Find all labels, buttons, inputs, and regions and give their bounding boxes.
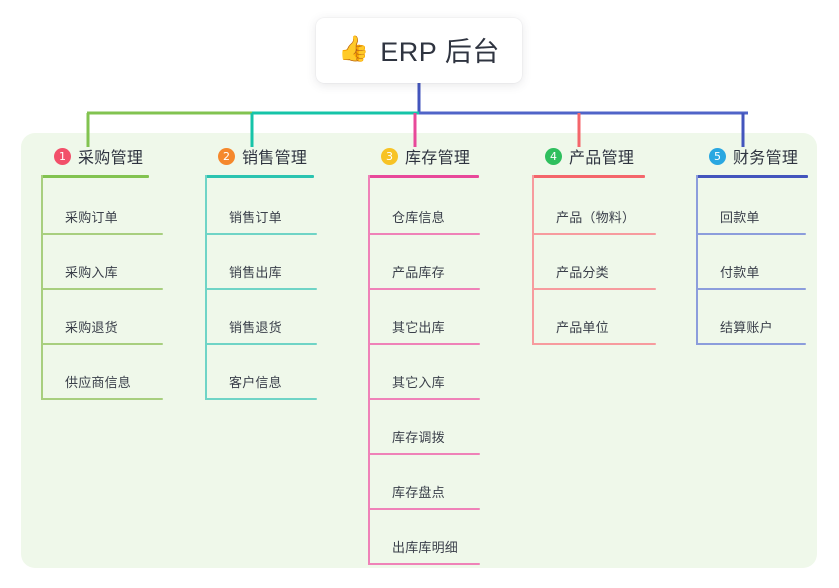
root-title: ERP 后台 [380, 37, 500, 67]
leaf-item[interactable]: 采购订单 [41, 190, 163, 245]
leaf-label: 销售订单 [229, 210, 282, 225]
leaf-rule [205, 343, 317, 345]
branch-trunk-3 [368, 175, 370, 565]
leaf-item[interactable]: 其它出库 [368, 300, 480, 355]
leaf-label: 采购退货 [65, 320, 118, 335]
branch-title-4: 产品管理 [569, 150, 635, 167]
leaf-item[interactable]: 产品（物料） [532, 190, 656, 245]
branch-column-4: 4 产品管理产品（物料） 产品分类产品单位 [530, 144, 656, 345]
leaf-rule [368, 288, 480, 290]
branch-trunk-1 [41, 175, 43, 400]
branch-title-5: 财务管理 [733, 150, 799, 167]
branch-rule-3 [368, 175, 479, 178]
branch-trunk-2 [205, 175, 207, 400]
branch-badge-1: 1 [54, 147, 71, 165]
leaf-label: 供应商信息 [65, 375, 132, 390]
leaf-item[interactable]: 销售退货 [205, 300, 317, 355]
leaf-item[interactable]: 库存调拨 [368, 410, 480, 465]
branch-header-1[interactable]: 1 采购管理 [39, 144, 143, 168]
leaf-label: 库存盘点 [392, 485, 445, 500]
leaf-item[interactable]: 产品单位 [532, 300, 656, 355]
branch-header-2[interactable]: 2 销售管理 [203, 144, 307, 168]
leaf-item[interactable]: 销售出库 [205, 245, 317, 300]
leaf-label: 出库库明细 [392, 540, 459, 555]
leaf-label: 付款单 [720, 265, 760, 280]
branch-header-3[interactable]: 3 库存管理 [366, 144, 470, 168]
leaf-rule [532, 288, 656, 290]
leaf-label: 产品（物料） [556, 210, 636, 225]
leaf-rule [696, 288, 806, 290]
branch-rule-4 [532, 175, 645, 178]
root-node[interactable]: 👍 ERP 后台 [316, 18, 522, 83]
leaf-rule [696, 233, 806, 235]
branch-rule-5 [696, 175, 808, 178]
branch-badge-3: 3 [381, 147, 398, 165]
leaf-label: 销售退货 [229, 320, 282, 335]
branch-column-3: 3 库存管理仓库信息产品库存其它出库其它入库库存调拨库存盘点出库库明细 [366, 144, 480, 565]
branch-rule-2 [205, 175, 314, 178]
leaf-item[interactable]: 仓库信息 [368, 190, 480, 245]
leaf-rule [368, 453, 480, 455]
branch-title-3: 库存管理 [405, 150, 471, 167]
leaf-item[interactable]: 出库库明细 [368, 520, 480, 575]
branch-title-1: 采购管理 [78, 150, 144, 167]
thumbs-up-icon: 👍 [338, 35, 370, 63]
leaf-rule [368, 398, 480, 400]
leaf-label: 仓库信息 [392, 210, 445, 225]
leaf-rule [696, 343, 806, 345]
leaf-item[interactable]: 采购入库 [41, 245, 163, 300]
leaf-label: 客户信息 [229, 375, 282, 390]
branch-badge-5: 5 [709, 147, 726, 165]
leaf-rule [532, 233, 656, 235]
leaf-rule [205, 288, 317, 290]
leaf-label: 结算账户 [720, 320, 773, 335]
leaf-label: 库存调拨 [392, 430, 445, 445]
branch-badge-2: 2 [218, 147, 235, 165]
leaf-item[interactable]: 库存盘点 [368, 465, 480, 520]
branch-badge-4: 4 [545, 147, 562, 165]
leaf-label: 产品分类 [556, 265, 609, 280]
leaf-item[interactable]: 结算账户 [696, 300, 806, 355]
leaf-rule [41, 398, 163, 400]
leaf-rule [41, 343, 163, 345]
branch-rule-1 [41, 175, 149, 178]
leaf-label: 回款单 [720, 210, 760, 225]
leaf-label: 产品单位 [556, 320, 609, 335]
leaf-item[interactable]: 付款单 [696, 245, 806, 300]
branch-header-4[interactable]: 4 产品管理 [530, 144, 634, 168]
branches-panel [21, 133, 817, 568]
leaf-item[interactable]: 产品库存 [368, 245, 480, 300]
branch-title-2: 销售管理 [242, 150, 308, 167]
leaf-rule [41, 288, 163, 290]
leaf-rule [368, 233, 480, 235]
leaf-item[interactable]: 采购退货 [41, 300, 163, 355]
leaf-rule [368, 508, 480, 510]
leaf-rule [41, 233, 163, 235]
branch-trunk-4 [532, 175, 534, 345]
leaf-item[interactable]: 产品分类 [532, 245, 656, 300]
leaf-item[interactable]: 供应商信息 [41, 355, 163, 410]
leaf-item[interactable]: 销售订单 [205, 190, 317, 245]
leaf-rule [205, 398, 317, 400]
leaf-rule [368, 563, 480, 565]
leaf-label: 产品库存 [392, 265, 445, 280]
leaf-label: 采购订单 [65, 210, 118, 225]
leaf-rule [368, 343, 480, 345]
branch-column-5: 5 财务管理回款单付款单结算账户 [694, 144, 808, 345]
branch-column-1: 1 采购管理采购订单采购入库采购退货供应商信息 [39, 144, 163, 400]
branch-column-2: 2 销售管理销售订单销售出库销售退货客户信息 [203, 144, 317, 400]
leaf-label: 采购入库 [65, 265, 118, 280]
leaf-item[interactable]: 客户信息 [205, 355, 317, 410]
leaf-label: 销售出库 [229, 265, 282, 280]
leaf-rule [205, 233, 317, 235]
branch-header-5[interactable]: 5 财务管理 [694, 144, 798, 168]
leaf-rule [532, 343, 656, 345]
root-node-content: 👍 ERP 后台 [338, 30, 500, 69]
branch-trunk-5 [696, 175, 698, 345]
leaf-item[interactable]: 其它入库 [368, 355, 480, 410]
leaf-item[interactable]: 回款单 [696, 190, 806, 245]
leaf-label: 其它出库 [392, 320, 445, 335]
leaf-label: 其它入库 [392, 375, 445, 390]
